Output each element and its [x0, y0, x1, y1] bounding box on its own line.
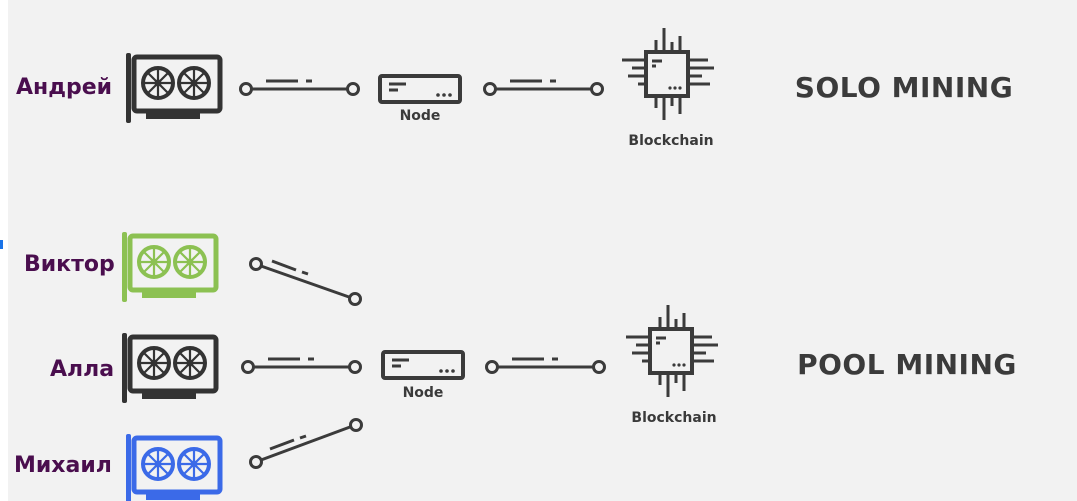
solo-mining-title: SOLO MINING	[795, 71, 1013, 104]
solo-section: Андрей Node Blockchain SOLO MINING	[16, 26, 1013, 149]
pool-gpu-icon-green	[122, 232, 216, 302]
pool-link-icon-diagonal-top	[249, 257, 362, 306]
left-edge-strip	[0, 0, 8, 501]
solo-blockchain-icon	[620, 26, 716, 122]
solo-link-icon-2	[483, 79, 604, 96]
pool-link-icon-diagonal-bottom	[249, 418, 363, 469]
pool-link-icon-2	[485, 357, 606, 374]
pool-link-icon-1	[241, 357, 362, 374]
solo-node-label: Node	[400, 108, 441, 124]
pool-mining-title: POOL MINING	[797, 348, 1017, 381]
pool-gpu-icon-blue	[126, 434, 220, 501]
pool-miner-name-1: Виктор	[24, 252, 115, 277]
solo-gpu-icon	[126, 53, 220, 123]
pool-gpu-icon-dark	[122, 333, 216, 403]
solo-blockchain-label: Blockchain	[628, 133, 713, 149]
pool-miner-name-3: Михаил	[14, 453, 112, 478]
solo-miner-name: Андрей	[16, 75, 112, 100]
pool-node-icon	[381, 350, 465, 380]
left-edge-marker	[0, 240, 3, 249]
pool-section: Виктор Алла Михаил	[14, 232, 1017, 501]
pool-blockchain-icon	[624, 303, 720, 399]
solo-node-icon	[378, 74, 462, 104]
pool-node-label: Node	[403, 385, 444, 401]
solo-link-icon-1	[239, 79, 360, 96]
pool-blockchain-label: Blockchain	[631, 410, 716, 426]
pool-miner-name-2: Алла	[50, 357, 114, 382]
